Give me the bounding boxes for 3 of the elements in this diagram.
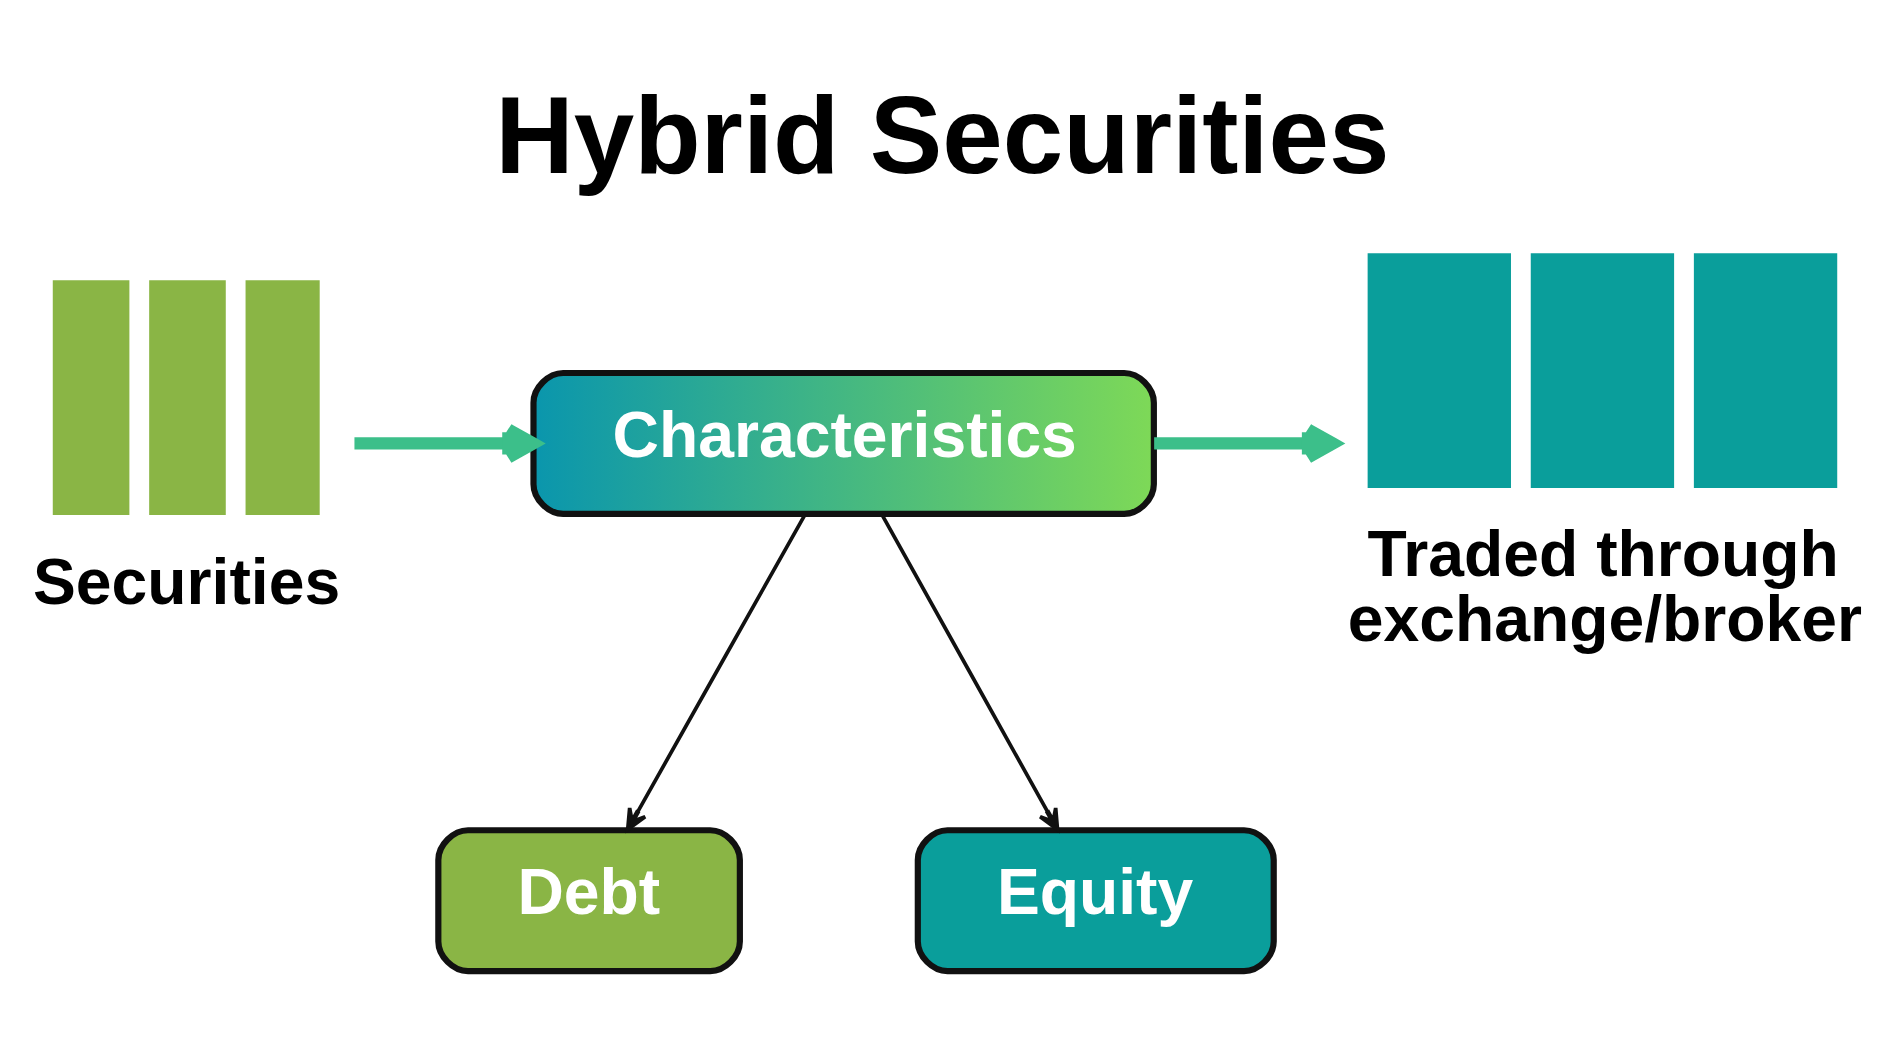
node-label: Traded through exchange/broker [1347, 518, 1863, 655]
diagram-title: Hybrid Securities [495, 75, 1390, 197]
node-label: Securities [33, 545, 341, 618]
